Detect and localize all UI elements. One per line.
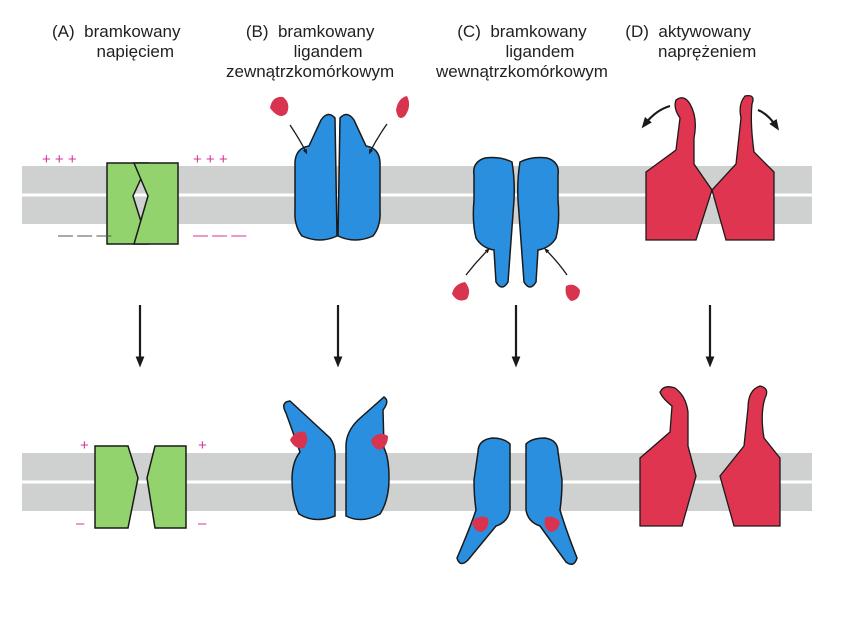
ligand-bound-intra-left: [472, 516, 489, 532]
ligand-arrow-intra-left: [465, 248, 490, 276]
ligand-arrow-left: [289, 124, 308, 155]
extra-subunit-right-open: [345, 396, 390, 521]
panel-a-line1: bramkowany: [84, 22, 181, 41]
label-panel-d: (D) aktywowany naprężeniem: [620, 22, 756, 62]
charge-top-left: + + +: [42, 151, 77, 168]
panel-b-line1: bramkowany: [277, 22, 375, 41]
intracellular-channel-closed: [472, 156, 560, 288]
panel-d-letter: (D): [625, 22, 649, 41]
extra-subunit-right-closed: [337, 113, 381, 241]
ligand-extra-right: [396, 96, 410, 118]
panel-b-line3: zewnątrzkomórkowym: [226, 62, 395, 81]
ligand-bound-left: [290, 431, 308, 449]
label-panel-c: (C) bramkowany ligandem wewnątrzkomórkow…: [436, 22, 608, 82]
label-panel-b: (B) bramkowany ligandem zewnątrzkomórkow…: [226, 22, 394, 82]
stress-arrow-left: [641, 104, 671, 129]
charge-open-bottom-right: –: [198, 515, 207, 532]
panel-c-line2: ligandem: [505, 42, 575, 61]
panel-a-line2: napięciem: [96, 42, 175, 61]
voltage-channel-open: [94, 445, 187, 529]
charge-bottom-left: — — —: [58, 227, 111, 244]
panel-c-letter: (C): [457, 22, 481, 41]
charge-open-top-left: +: [80, 437, 89, 454]
intra-subunit-right-closed: [517, 156, 560, 288]
intra-subunit-right-open: [525, 437, 578, 565]
stress-subunit-right-open: [719, 385, 781, 527]
charge-open-bottom-left: –: [76, 515, 85, 532]
ligand-bound-right: [371, 433, 388, 450]
stress-subunit-left-open: [639, 386, 697, 527]
panel-b-letter: (B): [245, 22, 269, 41]
charge-bottom-right: — — —: [193, 227, 246, 244]
stress-channel-open: [639, 385, 781, 527]
ligand-arrow-intra-right: [544, 248, 568, 276]
panel-b-line2: ligandem: [293, 42, 363, 61]
stress-subunit-right-closed: [711, 95, 775, 241]
ligand-extra-left: [270, 96, 289, 117]
ligand-intra-left: [452, 282, 470, 301]
intracellular-channel-open: [456, 437, 578, 565]
ligand-arrow-right: [368, 123, 388, 155]
extracellular-channel-closed: [294, 113, 381, 241]
ligand-intra-right: [565, 284, 580, 301]
extra-subunit-left-closed: [294, 113, 338, 241]
panel-a-letter: (A): [52, 22, 75, 41]
extra-subunit-left-open: [283, 400, 336, 521]
panel-c-line3: wewnątrzkomórkowym: [436, 62, 608, 81]
panel-d-line1: aktywowany: [658, 22, 751, 41]
intra-subunit-left-open: [456, 437, 511, 565]
voltage-subunit-left-open: [94, 445, 139, 529]
voltage-subunit-right-open: [146, 445, 187, 529]
voltage-channel-closed: [106, 162, 179, 245]
panel-c-line1: bramkowany: [490, 22, 587, 41]
stress-arrow-right: [757, 108, 780, 131]
stress-subunit-left-closed: [645, 97, 713, 241]
label-panel-a: (A) bramkowany napięciem: [52, 22, 181, 62]
extracellular-channel-open: [283, 396, 390, 521]
charge-top-right: + + +: [193, 151, 228, 168]
ligand-bound-intra-right: [544, 516, 560, 532]
intra-subunit-left-closed: [472, 156, 515, 288]
charge-open-top-right: +: [198, 437, 207, 454]
panel-d-line2: naprężeniem: [658, 42, 757, 61]
voltage-subunit-right-closed: [132, 162, 179, 245]
stress-channel-closed: [645, 95, 775, 241]
